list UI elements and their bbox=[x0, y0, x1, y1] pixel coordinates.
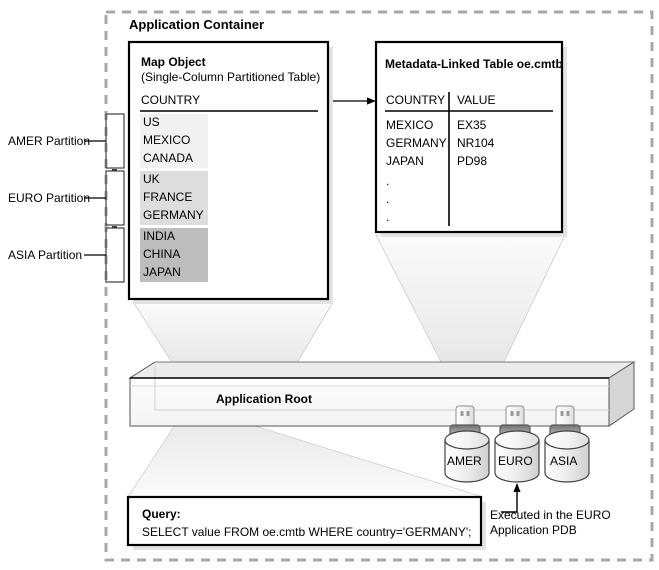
query-statement: SELECT value FROM oe.cmtb WHERE country=… bbox=[142, 525, 472, 539]
partition-bracket-amer bbox=[105, 113, 125, 169]
map-row-asia-2: JAPAN bbox=[143, 265, 181, 279]
query-title: Query: bbox=[142, 507, 181, 521]
map-row-euro-2: GERMANY bbox=[143, 208, 204, 222]
metadata-cell-country-0: MEXICO bbox=[386, 118, 434, 132]
pdb-label-euro: EURO bbox=[498, 454, 533, 468]
pdb-asia[interactable] bbox=[544, 405, 590, 483]
map-object-subtitle: (Single-Column Partitioned Table) bbox=[141, 70, 321, 84]
map-object-column-header: COUNTRY bbox=[141, 93, 201, 107]
map-row-amer-0: US bbox=[143, 115, 160, 129]
partition-label-asia: ASIA Partition bbox=[8, 248, 83, 262]
funnel-metadata-table bbox=[375, 234, 566, 371]
annotation-line-2: Application PDB bbox=[490, 523, 577, 537]
metadata-column-header-value: VALUE bbox=[457, 93, 496, 107]
pdb-label-amer: AMER bbox=[447, 454, 482, 468]
metadata-cell-country-4: . bbox=[386, 192, 390, 206]
map-row-euro-1: FRANCE bbox=[143, 190, 193, 204]
pdb-amer[interactable] bbox=[444, 405, 490, 483]
metadata-cell-country-2: JAPAN bbox=[386, 154, 424, 168]
metadata-table-title: Metadata-Linked Table oe.cmtb bbox=[385, 57, 563, 71]
pdb-euro[interactable] bbox=[494, 405, 540, 483]
partition-bracket-euro bbox=[105, 170, 125, 226]
application-root-top-face bbox=[128, 361, 636, 379]
application-root-front-face bbox=[129, 377, 610, 427]
application-container-label: Application Container bbox=[129, 17, 265, 32]
metadata-cell-value-1: NR104 bbox=[457, 136, 495, 150]
metadata-cell-country-3: . bbox=[386, 174, 390, 188]
partition-label-amer: AMER Partition bbox=[8, 134, 91, 148]
metadata-cell-value-0: EX35 bbox=[457, 118, 487, 132]
funnel-query bbox=[127, 424, 484, 498]
partition-label-euro: EURO Partition bbox=[8, 191, 91, 205]
bracket-tick-1 bbox=[112, 169, 117, 171]
metadata-cell-value-2: PD98 bbox=[457, 154, 488, 168]
metadata-cell-country-5: . bbox=[386, 210, 390, 224]
map-row-euro-0: UK bbox=[143, 172, 160, 186]
metadata-column-header-country: COUNTRY bbox=[386, 93, 446, 107]
application-root-label: Application Root bbox=[216, 392, 312, 406]
funnel-map-object bbox=[132, 301, 334, 371]
annotation-line-1: Executed in the EURO bbox=[490, 508, 611, 522]
bracket-tick-2 bbox=[112, 226, 117, 228]
map-row-asia-0: INDIA bbox=[143, 229, 176, 243]
map-row-amer-2: CANADA bbox=[143, 151, 194, 165]
application-root-side-face bbox=[608, 361, 635, 427]
partition-bracket-asia bbox=[105, 227, 125, 283]
map-row-amer-1: MEXICO bbox=[143, 133, 191, 147]
metadata-cell-country-1: GERMANY bbox=[386, 136, 447, 150]
pdb-label-asia: ASIA bbox=[550, 454, 578, 468]
map-object-title: Map Object bbox=[141, 55, 206, 69]
map-row-asia-1: CHINA bbox=[143, 247, 181, 261]
